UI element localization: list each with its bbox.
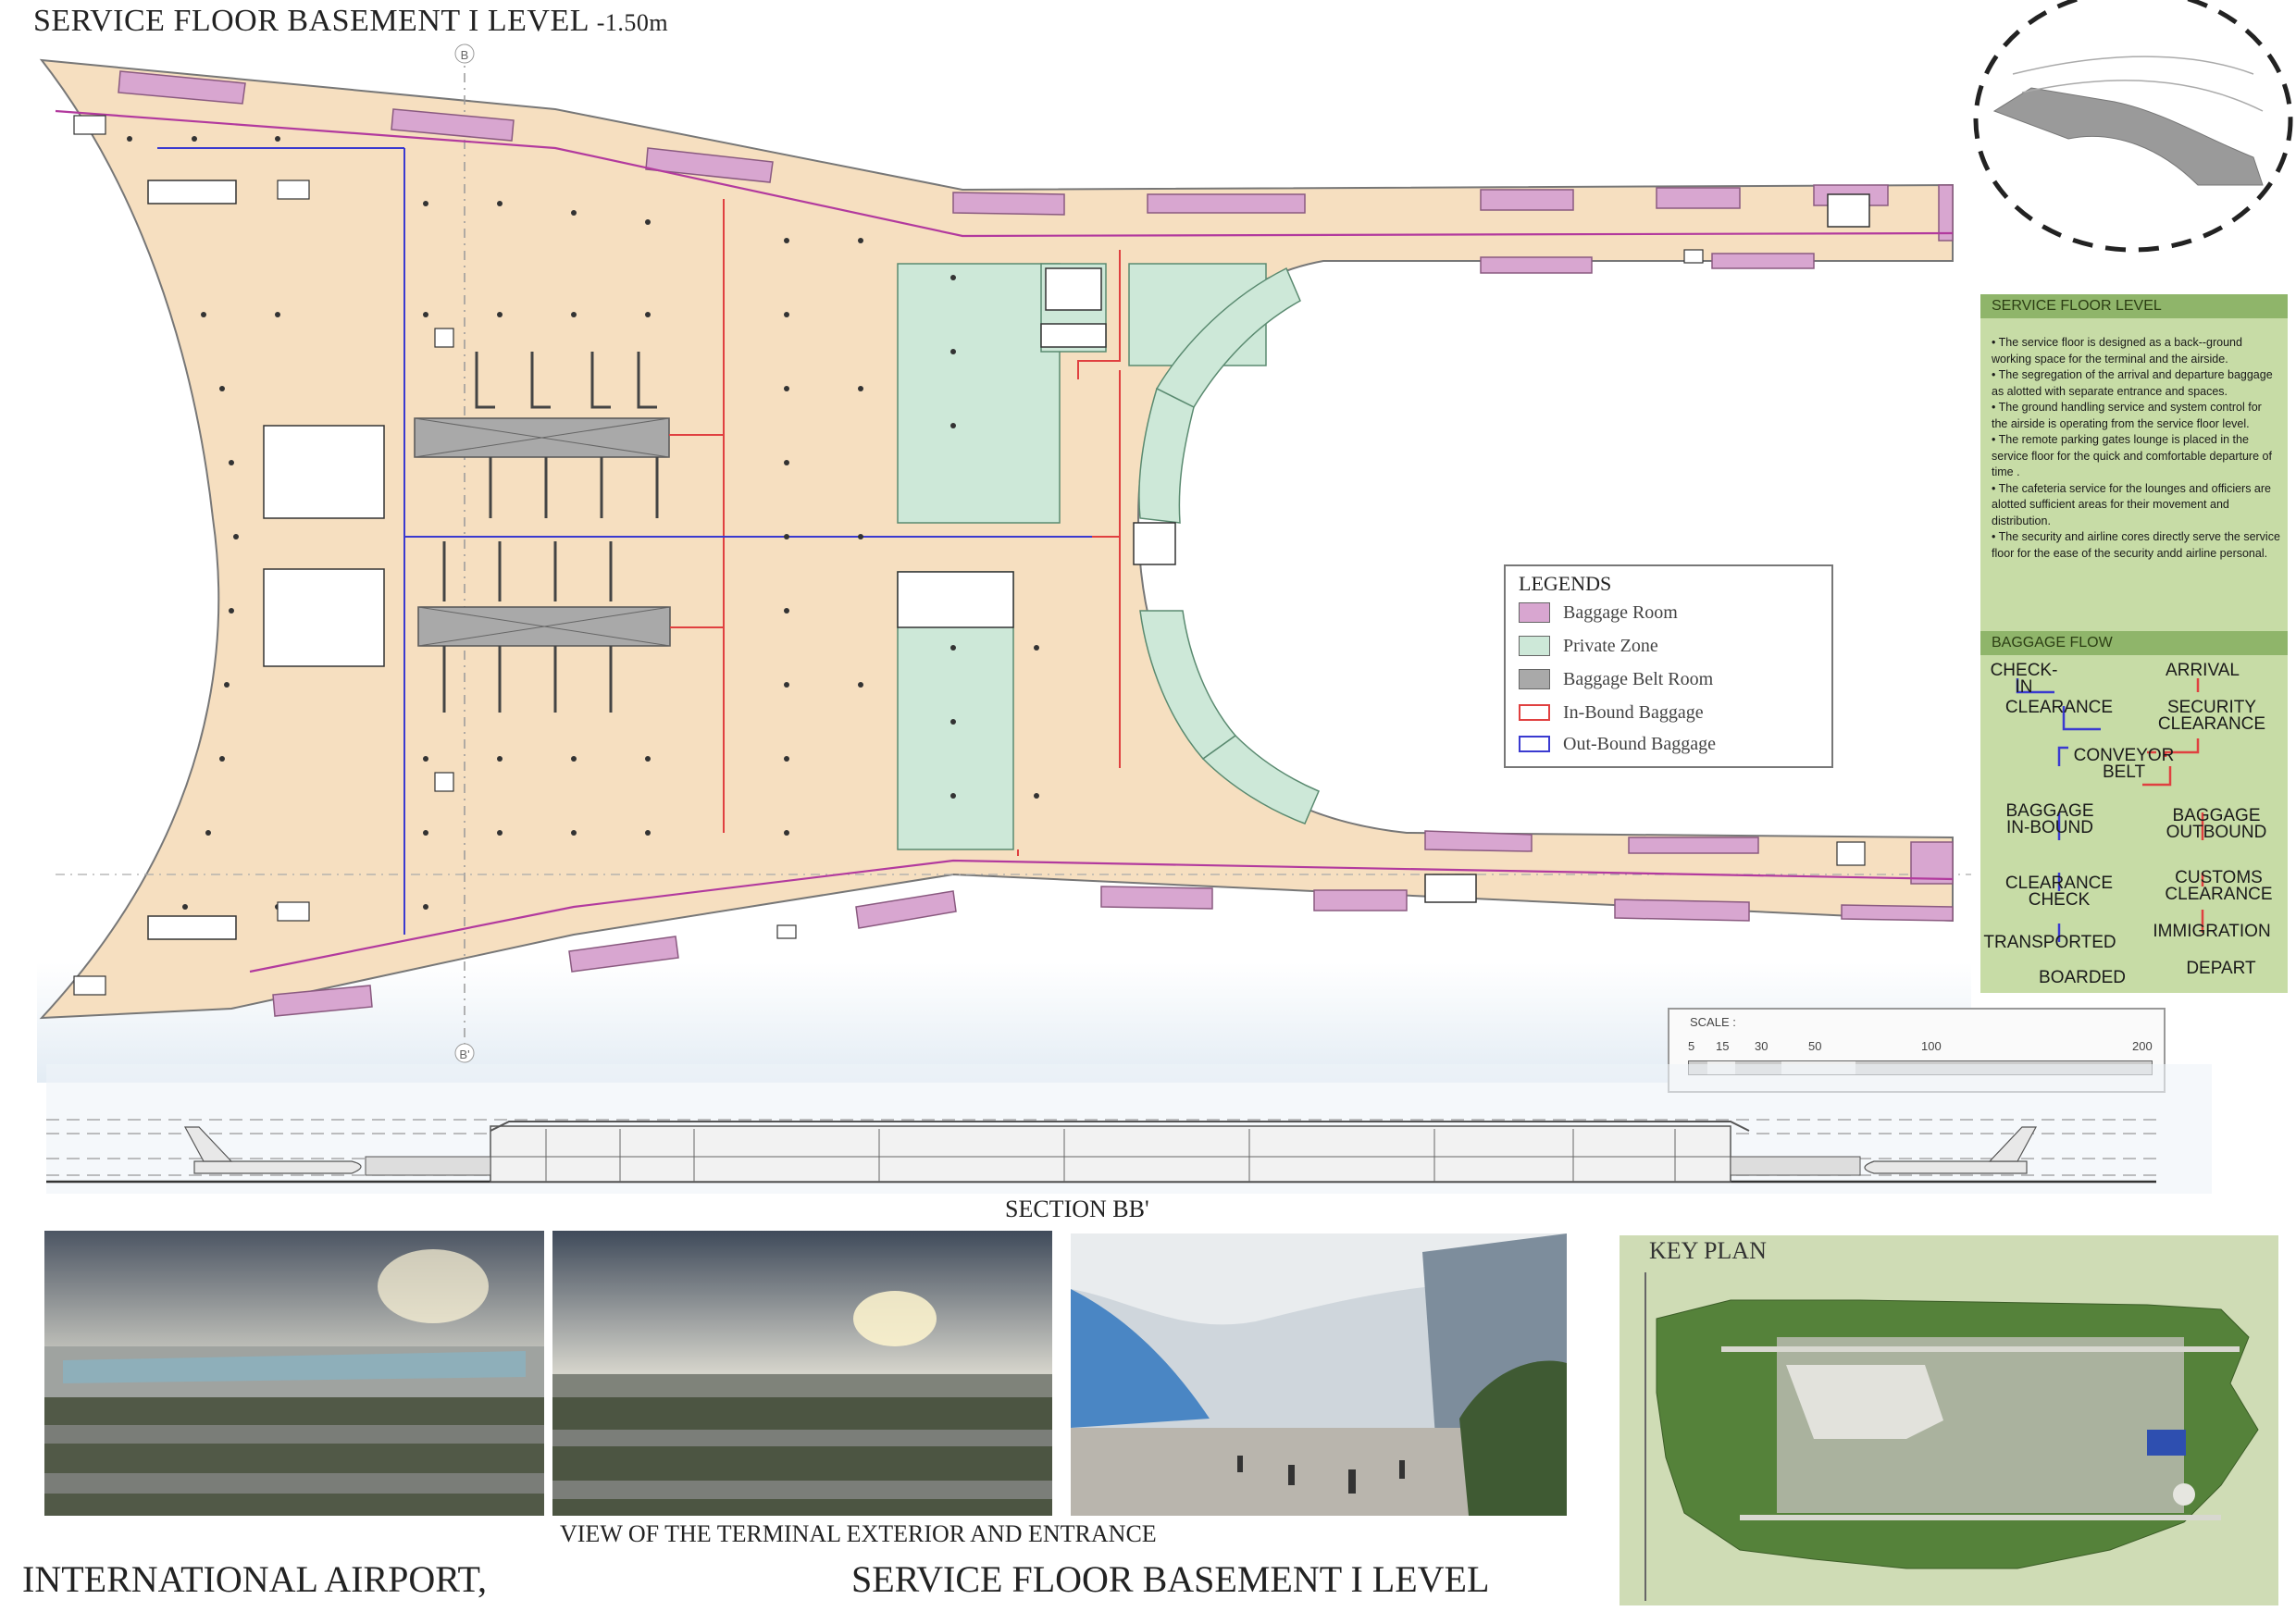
fixture-icons bbox=[73, 115, 1866, 996]
info-panel: SERVICE FLOOR LEVEL • The service floor … bbox=[1980, 294, 2288, 993]
flow-depart: DEPART bbox=[2186, 959, 2256, 978]
info-text: • The service floor is designed as a bac… bbox=[1992, 335, 2280, 562]
key-plan-runway-bottom bbox=[1740, 1515, 2221, 1520]
flow-security-clearance: SECURITY CLEARANCE bbox=[2157, 698, 2266, 734]
inbound-route bbox=[669, 199, 1121, 856]
section-airplane-left bbox=[183, 1126, 362, 1174]
scale-tick: 15 bbox=[1716, 1039, 1730, 1053]
legend-title: LEGENDS bbox=[1519, 572, 1612, 595]
key-plan-title: KEY PLAN bbox=[1649, 1237, 1767, 1264]
scale-tick: 50 bbox=[1808, 1039, 1822, 1053]
flow-clearance-check: CLEARANCE CHECK bbox=[2004, 874, 2114, 910]
legend-item-inbound: In-Bound Baggage bbox=[1519, 700, 1704, 725]
roof-diagram-slab bbox=[1992, 87, 2264, 186]
sheet-title-main: SERVICE FLOOR BASEMENT I LEVEL bbox=[33, 4, 589, 38]
section-drawing bbox=[46, 1064, 2212, 1194]
baggage-rooms-bottom bbox=[272, 830, 1954, 1017]
legend-swatch bbox=[1519, 602, 1550, 623]
section-airplane-right bbox=[1864, 1126, 2038, 1174]
axis-marker-top bbox=[454, 43, 475, 64]
legend-label: In-Bound Baggage bbox=[1563, 701, 1704, 723]
project-title: INTERNATIONAL AIRPORT, bbox=[22, 1558, 488, 1600]
info-paragraph: • The ground handling service and system… bbox=[1992, 401, 2262, 430]
axis-marker-top-label: B bbox=[461, 48, 469, 62]
sheet-title-level: -1.50m bbox=[596, 9, 669, 36]
info-paragraph: • The security and airline cores directl… bbox=[1992, 530, 2280, 560]
flow-baggage-inbound: BAGGAGE IN-BOUND bbox=[2005, 801, 2094, 837]
flow-boarded: BOARDED bbox=[2039, 968, 2126, 987]
scale-tick: 200 bbox=[2132, 1039, 2153, 1053]
legend-swatch bbox=[1519, 636, 1550, 656]
flow-check-in: CHECK-IN bbox=[1990, 661, 2058, 697]
flow-arrival: ARRIVAL bbox=[2166, 661, 2240, 680]
service-corridor bbox=[55, 109, 1954, 973]
section-glazing bbox=[490, 1129, 1731, 1182]
key-plan: KEY PLAN bbox=[1620, 1235, 2278, 1605]
floor-plan: B B' bbox=[37, 43, 1971, 1083]
legend-swatch bbox=[1519, 736, 1550, 752]
legend-item-private-zone: Private Zone bbox=[1519, 633, 1658, 659]
info-paragraph: • The service floor is designed as a bac… bbox=[1992, 336, 2242, 366]
sheet-title: SERVICE FLOOR BASEMENT I LEVEL -1.50m bbox=[33, 4, 668, 39]
section-jetbridge-left bbox=[365, 1156, 491, 1176]
info-paragraph: • The remote parking gates lounge is pla… bbox=[1992, 433, 2272, 478]
belt-rooms bbox=[414, 417, 671, 647]
flow-transported: TRANSPORTED bbox=[1983, 933, 2116, 952]
flow-immigration: IMMIGRATION bbox=[2153, 922, 2271, 941]
scale-tick: 100 bbox=[1921, 1039, 1942, 1053]
flow-customs-clearance: CUSTOMS CLEARANCE bbox=[2165, 868, 2273, 904]
key-plan-runway-top bbox=[1721, 1346, 2240, 1352]
sheet-subtitle: SERVICE FLOOR BASEMENT I LEVEL bbox=[851, 1558, 1490, 1600]
axis-marker-bottom-label: B' bbox=[459, 1048, 469, 1061]
key-plan-map bbox=[1644, 1272, 2259, 1601]
baggage-flow-connectors bbox=[2016, 678, 2204, 942]
legend-swatch bbox=[1519, 669, 1550, 689]
outbound-route bbox=[157, 147, 1092, 935]
photo-entrance-art bbox=[1071, 1233, 1567, 1516]
axis-marker-bottom bbox=[454, 1043, 475, 1063]
flow-baggage-outbound: BAGGAGE OUTBOUND bbox=[2166, 806, 2267, 842]
service-cores bbox=[147, 180, 1870, 940]
flow-clearance: CLEARANCE bbox=[2004, 698, 2114, 717]
scale-tick: 30 bbox=[1755, 1039, 1769, 1053]
legend-item-belt-room: Baggage Belt Room bbox=[1519, 666, 1713, 692]
info-paragraph: • The cafeteria service for the lounges … bbox=[1992, 481, 2271, 527]
key-plan-terminal bbox=[1786, 1365, 1943, 1439]
views-caption: VIEW OF THE TERMINAL EXTERIOR AND ENTRAN… bbox=[560, 1520, 1157, 1547]
photo-entrance bbox=[1071, 1233, 1567, 1516]
legend-label: Baggage Room bbox=[1563, 601, 1678, 623]
info-heading: SERVICE FLOOR LEVEL bbox=[1980, 294, 2288, 318]
photo-exterior-aerial-art bbox=[44, 1231, 544, 1516]
legend: LEGENDS Baggage Room Private Zone Baggag… bbox=[1504, 564, 1833, 768]
info-paragraph: • The segregation of the arrival and dep… bbox=[1992, 368, 2273, 398]
photo-exterior-dusk bbox=[552, 1231, 1052, 1516]
photo-exterior-aerial bbox=[44, 1231, 544, 1516]
legend-item-baggage-room: Baggage Room bbox=[1519, 600, 1678, 626]
baggage-flow-heading: BAGGAGE FLOW bbox=[1980, 631, 2288, 655]
legend-item-outbound: Out-Bound Baggage bbox=[1519, 731, 1716, 757]
photo-exterior-dusk-art bbox=[552, 1231, 1052, 1516]
section-roof bbox=[490, 1121, 1750, 1132]
baggage-rooms-top bbox=[118, 70, 1954, 274]
legend-label: Private Zone bbox=[1563, 635, 1658, 656]
sky-wash bbox=[37, 962, 1971, 1083]
section-jetbridge-right bbox=[1730, 1156, 1861, 1176]
roof-diagram-lines bbox=[2012, 56, 2264, 112]
key-plan-marker bbox=[2147, 1430, 2186, 1456]
legend-label: Out-Bound Baggage bbox=[1563, 733, 1716, 754]
scale-label: SCALE : bbox=[1690, 1015, 1736, 1029]
key-plan-roundabout bbox=[2173, 1483, 2195, 1506]
section-label: SECTION BB' bbox=[1005, 1196, 1149, 1222]
legend-swatch bbox=[1519, 704, 1550, 721]
roof-3d-diagram bbox=[1973, 0, 2293, 253]
section-terminal bbox=[490, 1125, 1731, 1183]
scale-tick: 5 bbox=[1688, 1039, 1695, 1053]
column-grid bbox=[127, 136, 1039, 910]
flow-conveyor-belt: CONVEYOR BELT bbox=[2073, 746, 2175, 782]
conveyor-belts bbox=[442, 352, 659, 713]
legend-label: Baggage Belt Room bbox=[1563, 668, 1714, 689]
